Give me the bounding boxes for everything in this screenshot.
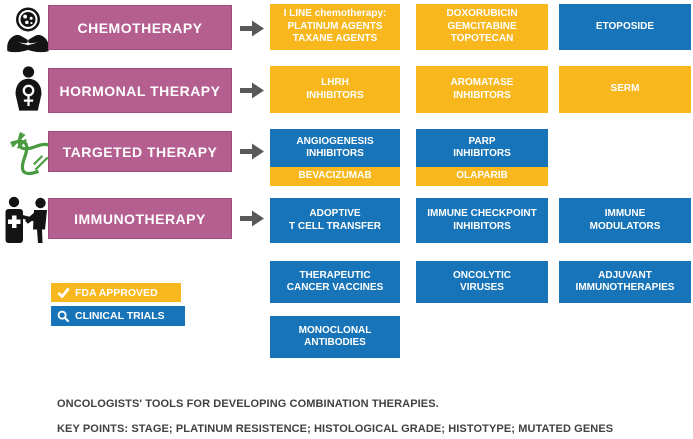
box-therapeutic-cancer-vaccines: THERAPEUTIC CANCER VACCINES: [270, 261, 400, 303]
box-lhrh-inhibitors: LHRH INHIBITORS: [270, 66, 400, 113]
hands-holding-petri-dish-icon: [5, 7, 51, 53]
footer-line-1: ONCOLOGISTS' TOOLS FOR DEVELOPING COMBIN…: [57, 398, 439, 410]
category-chemotherapy: CHEMOTHERAPY: [48, 5, 232, 50]
female-figure-icon: [12, 66, 45, 112]
box-adjuvant-immunotherapies: ADJUVANT IMMUNOTHERAPIES: [559, 261, 691, 303]
box-etoposide: ETOPOSIDE: [559, 4, 691, 50]
box-adoptive-t-cell-transfer: ADOPTIVE T CELL TRANSFER: [270, 198, 400, 243]
legend-fda-label: FDA APPROVED: [75, 286, 158, 299]
box-aromatase-inhibitors: AROMATASE INHIBITORS: [416, 66, 548, 113]
arrow-right-icon: [240, 208, 265, 234]
box-monoclonal-antibodies: MONOCLONAL ANTIBODIES: [270, 316, 400, 358]
sub-box-olaparib: OLAPARIB: [416, 167, 548, 186]
check-icon: [57, 287, 70, 298]
dna-helix-icon: [6, 128, 54, 176]
legend-clinical-trials: CLINICAL TRIALS: [51, 306, 185, 326]
category-targeted-therapy: TARGETED THERAPY: [48, 131, 232, 172]
legend-fda-approved: FDA APPROVED: [51, 283, 181, 302]
box-parp-inhibitors: PARP INHIBITORS: [416, 129, 548, 167]
category-immunotherapy: IMMUNOTHERAPY: [48, 198, 232, 239]
footer-line-2: KEY POINTS: STAGE; PLATINUM RESISTENCE; …: [57, 423, 614, 435]
box-serm: SERM: [559, 66, 691, 113]
box-immune-checkpoint-inhibitors: IMMUNE CHECKPOINT INHIBITORS: [416, 198, 548, 243]
box-angiogenesis-inhibitors: ANGIOGENESIS INHIBITORS: [270, 129, 400, 167]
vaccination-icon: [4, 196, 52, 244]
sub-box-bevacizumab: BEVACIZUMAB: [270, 167, 400, 186]
arrow-right-icon: [240, 80, 265, 106]
box-immune-modulators: IMMUNE MODULATORS: [559, 198, 691, 243]
arrow-right-icon: [240, 141, 265, 167]
magnifier-icon: [57, 310, 70, 323]
box-i-line-chemotherapy: I LINE chemotherapy: PLATINUM AGENTS TAX…: [270, 4, 400, 50]
box-doxorubicin-gemcitabine-topotecan: DOXORUBICIN GEMCITABINE TOPOTECAN: [416, 4, 548, 50]
box-oncolytic-viruses: ONCOLYTIC VIRUSES: [416, 261, 548, 303]
legend-trials-label: CLINICAL TRIALS: [75, 310, 165, 322]
category-hormonal-therapy: HORMONAL THERAPY: [48, 68, 232, 113]
arrow-right-icon: [240, 18, 265, 44]
